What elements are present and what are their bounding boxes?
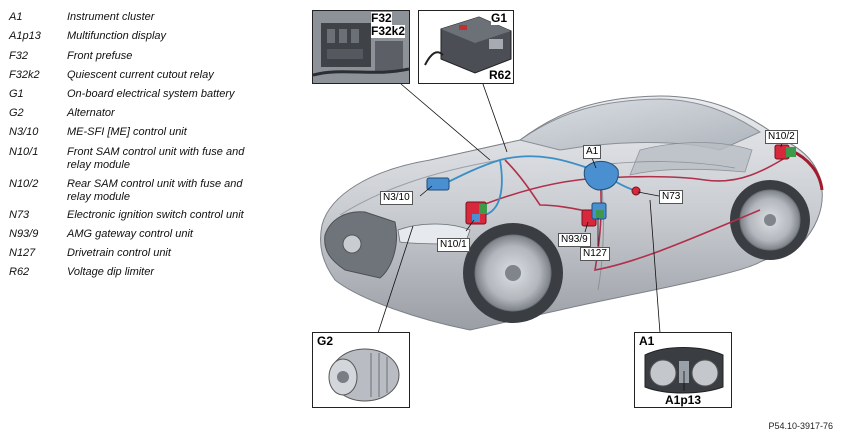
legend-description: Multifunction display xyxy=(67,30,167,42)
reference-number: P54.10-3917-76 xyxy=(768,421,833,431)
car-body xyxy=(320,95,824,331)
fuse-box-image xyxy=(313,11,409,83)
fuse-box-inset: F32 F32k2 xyxy=(312,10,410,84)
callout-a1: A1 xyxy=(583,145,602,159)
callout-n127: N127 xyxy=(580,247,610,261)
cluster-label-a1p13: A1p13 xyxy=(665,393,702,407)
legend-description: Quiescent current cutout relay xyxy=(67,69,214,81)
n73-ignition-switch xyxy=(631,186,641,196)
legend-code: N73 xyxy=(9,209,30,221)
legend-code: F32 xyxy=(9,50,28,62)
legend-code: A1p13 xyxy=(9,30,41,42)
legend-code: G1 xyxy=(9,88,24,100)
legend-code: G2 xyxy=(9,107,24,119)
instrument-cluster-inset: A1 A1p13 xyxy=(634,332,732,408)
fuse-box-label-f32: F32 xyxy=(371,11,392,25)
legend-code: A1 xyxy=(9,11,23,23)
rear-wheel xyxy=(730,180,810,260)
callout-n10-1: N10/1 xyxy=(437,238,470,252)
front-wheel xyxy=(463,223,563,323)
callout-n73: N73 xyxy=(659,190,684,204)
n93-9-n127-units xyxy=(581,202,607,227)
legend-code: R62 xyxy=(9,266,30,278)
legend-description: Front SAM control unit with fuse and rel… xyxy=(67,146,245,171)
legend-code: N127 xyxy=(9,247,36,259)
battery-inset: G1 R62 xyxy=(418,10,514,84)
battery-label-g1: G1 xyxy=(491,11,508,25)
alternator-image xyxy=(313,333,409,407)
legend-description: On-board electrical system battery xyxy=(67,88,235,100)
legend-description: Voltage dip limiter xyxy=(67,266,155,278)
cluster-label-a1: A1 xyxy=(639,334,655,348)
legend-code: N10/1 xyxy=(9,146,39,158)
legend-description: AMG gateway control unit xyxy=(67,228,193,240)
callout-n10-2: N10/2 xyxy=(765,130,798,144)
callout-n3-10: N3/10 xyxy=(380,191,413,205)
a1-instrument-cluster xyxy=(583,161,619,191)
callout-n93-9: N93/9 xyxy=(558,233,591,247)
emblem-icon xyxy=(342,234,362,254)
legend-description: Front prefuse xyxy=(67,50,133,62)
n3-10-control-unit xyxy=(426,177,450,191)
instrument-cluster-image xyxy=(635,333,731,407)
battery-label-r62: R62 xyxy=(489,68,512,82)
legend-description: Rear SAM control unit with fuse and rela… xyxy=(67,178,243,203)
n10-2-sam-module xyxy=(774,144,796,160)
fuse-box-label-f32k2: F32k2 xyxy=(371,24,406,38)
legend-description: Instrument cluster xyxy=(67,11,155,23)
n10-1-sam-module xyxy=(465,201,487,225)
legend-description: ME-SFI [ME] control unit xyxy=(67,126,187,138)
legend-description: Alternator xyxy=(67,107,115,119)
legend-description: Electronic ignition switch control unit xyxy=(67,209,244,221)
legend-description: Drivetrain control unit xyxy=(67,247,171,259)
legend-code: N93/9 xyxy=(9,228,39,240)
legend-code: N3/10 xyxy=(9,126,39,138)
alternator-inset: G2 xyxy=(312,332,410,408)
legend-code: N10/2 xyxy=(9,178,39,190)
alternator-label-g2: G2 xyxy=(317,334,334,348)
legend-code: F32k2 xyxy=(9,69,40,81)
